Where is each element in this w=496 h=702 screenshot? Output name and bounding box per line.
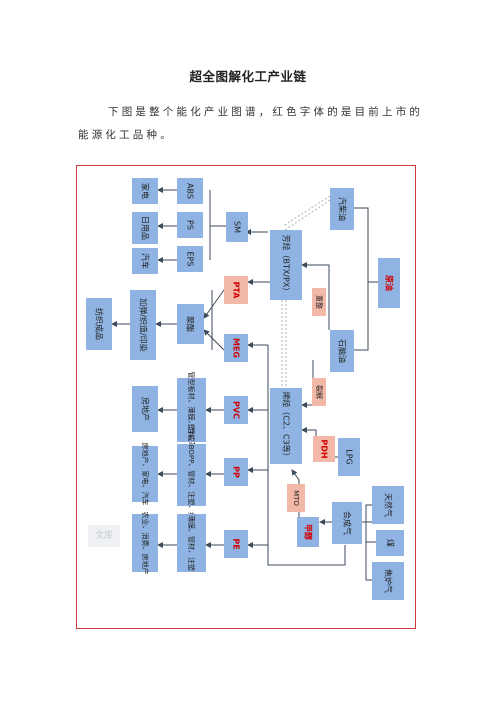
svg-text:PDH: PDH (320, 439, 329, 458)
svg-text:房地产: 房地产 (141, 397, 151, 421)
svg-text:聚酯: 聚酯 (186, 316, 195, 332)
node-pta: PTA (224, 276, 248, 304)
svg-text:房地产、家电、汽车: 房地产、家电、汽车 (141, 443, 150, 506)
node-pp: PP (224, 458, 248, 486)
svg-text:重整: 重整 (315, 295, 324, 309)
node-daily: 日用品 (132, 212, 158, 244)
node-pp-end: 房地产、家电、汽车 (132, 443, 158, 506)
node-pvc: PVC (224, 396, 248, 424)
node-naphtha-fuel: 汽柴油 (330, 188, 354, 230)
svg-text:纺织成品: 纺织成品 (95, 308, 105, 340)
svg-text:PE: PE (232, 538, 241, 549)
svg-text:家电: 家电 (141, 183, 151, 199)
svg-text:日用品: 日用品 (141, 216, 150, 240)
connectors (111, 187, 378, 581)
node-mto: MTO (287, 484, 305, 512)
svg-text:SM: SM (233, 221, 242, 233)
svg-text:PS: PS (186, 220, 195, 230)
page-title: 超全图解化工产业链 (189, 69, 307, 84)
svg-text:MEG: MEG (232, 338, 241, 358)
svg-text:ABS: ABS (186, 183, 195, 199)
svg-text:原油: 原油 (385, 275, 395, 291)
node-methanol: 甲醇 (297, 517, 319, 547)
node-lpg: LPG (338, 438, 360, 476)
node-aromatics: 芳烃（BTX/PX） (270, 230, 302, 300)
node-pe-use: 薄膜、管材、注塑 (177, 514, 206, 572)
svg-text:薄膜、管材、注塑: 薄膜、管材、注塑 (187, 515, 196, 571)
intro-paragraph: 下图是整个能化产业图谱，红色字体的是目前上市的能源化工品种。 (78, 106, 424, 141)
node-pe: PE (224, 530, 248, 558)
diagram-frame (76, 165, 416, 629)
node-pp-use: 塑料、BOPP、管材、注塑、纤维 (177, 424, 206, 527)
svg-text:裂解: 裂解 (315, 385, 324, 399)
svg-text:塑料、BOPP、管材、注塑、纤维: 塑料、BOPP、管材、注塑、纤维 (187, 424, 196, 527)
node-crude: 原油 (378, 258, 400, 308)
node-fiber: 加弹/织造/印染 (130, 290, 156, 360)
node-abs: ABS (177, 178, 203, 204)
node-ps: PS (177, 212, 203, 238)
svg-text:农业、消费、房地产: 农业、消费、房地产 (141, 512, 150, 575)
node-pvc-use: 管型板材、薄膜、合成革 (177, 372, 206, 449)
node-eps: EPS (177, 246, 203, 272)
svg-text:石脑油: 石脑油 (338, 339, 348, 363)
node-appliance: 家电 (132, 178, 158, 204)
node-naphtha: 石脑油 (330, 330, 354, 372)
node-sm: SM (226, 212, 248, 242)
label-crack: 裂解 (312, 378, 326, 406)
svg-text:管型板材、薄膜、合成革: 管型板材、薄膜、合成革 (187, 372, 196, 449)
node-textile: 纺织成品 (86, 298, 112, 350)
svg-text:PVC: PVC (232, 401, 241, 419)
node-realestate: 房地产 (132, 386, 158, 432)
svg-text:PTA: PTA (232, 282, 241, 300)
node-coal: 煤 (376, 530, 404, 556)
svg-text:烯烃（C2、C3等）: 烯烃（C2、C3等） (282, 391, 292, 460)
node-pdh: PDH (313, 436, 335, 462)
svg-text:PP: PP (232, 466, 241, 478)
node-pe-end: 农业、消费、房地产 (132, 512, 158, 575)
svg-text:天然气: 天然气 (384, 493, 394, 517)
svg-text:合成气: 合成气 (343, 511, 353, 535)
node-cokegas: 焦炉气 (372, 562, 404, 600)
svg-text:MTO: MTO (292, 490, 300, 506)
svg-text:加弹/织造/印染: 加弹/织造/印染 (139, 298, 149, 351)
svg-text:甲醇: 甲醇 (304, 524, 314, 540)
svg-text:煤: 煤 (386, 539, 396, 547)
node-polyester: 聚酯 (177, 304, 204, 344)
label-reform: 重整 (312, 288, 326, 316)
svg-text:EPS: EPS (186, 252, 195, 267)
svg-text:LPG: LPG (345, 449, 354, 464)
watermark: 文库 (88, 525, 120, 547)
node-natgas: 天然气 (372, 486, 404, 524)
node-syngas: 合成气 (332, 502, 362, 544)
svg-text:芳烃（BTX/PX）: 芳烃（BTX/PX） (282, 235, 292, 296)
svg-text:汽车: 汽车 (141, 253, 151, 269)
node-meg: MEG (224, 334, 248, 362)
node-olefins: 烯烃（C2、C3等） (270, 388, 302, 464)
svg-text:焦炉气: 焦炉气 (384, 569, 394, 593)
node-auto: 汽车 (132, 248, 158, 274)
svg-text:汽柴油: 汽柴油 (338, 197, 348, 221)
